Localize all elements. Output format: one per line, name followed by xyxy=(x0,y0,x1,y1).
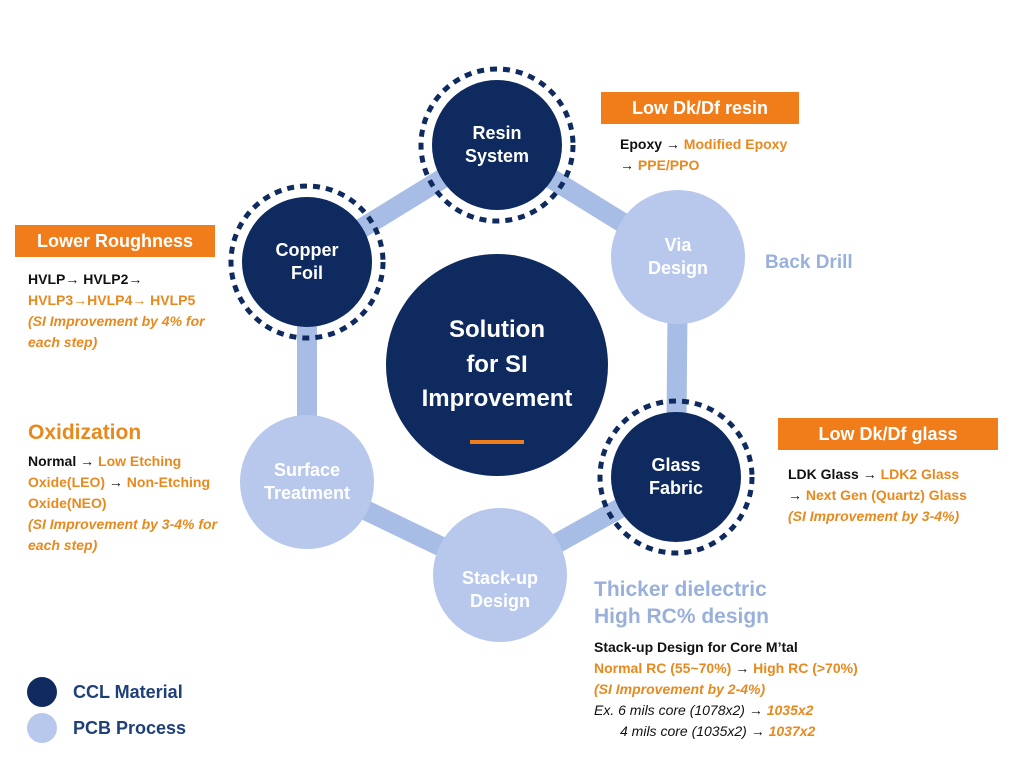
copper-note-line-4: each step) xyxy=(28,334,98,350)
copper-note-line-2: HVLP3→HVLP4→ HVLP5 xyxy=(28,292,196,308)
stackup-heading-2: High RC% design xyxy=(594,605,770,628)
surface-treatment-node xyxy=(240,415,374,549)
copper-note: HVLP→ HVLP2→ HVLP3→HVLP4→ HVLP5 (SI Impr… xyxy=(28,269,205,353)
glass-fabric-node xyxy=(611,412,741,542)
glass-note-line-2: → Next Gen (Quartz) Glass xyxy=(788,487,967,503)
oxidization-note: Normal → Low Etching Oxide(LEO) → Non-Et… xyxy=(28,451,217,556)
legend-ccl-label: CCL Material xyxy=(73,681,183,702)
glass-note-line-1: LDK Glass → LDK2 Glass xyxy=(788,466,960,482)
oxidization-note-line-3: Oxide(NEO) xyxy=(28,495,107,511)
glass-dotted-ring xyxy=(597,398,755,556)
back-drill-label: Back Drill xyxy=(765,252,853,273)
resin-note-line-1: Epoxy → Modified Epoxy xyxy=(620,136,788,152)
stackup-note: Stack-up Design for Core M’tal Normal RC… xyxy=(594,637,858,742)
stackup-note-line-5: 4 mils core (1035x2) → 1037x2 xyxy=(620,723,816,739)
via-design-node xyxy=(611,190,745,324)
glass-banner: Low Dk/Df glass xyxy=(778,418,998,450)
legend-pcb: PCB Process xyxy=(27,713,186,743)
copper-note-line-3: (SI Improvement by 4% for xyxy=(28,313,205,329)
oxidization-note-line-5: each step) xyxy=(28,537,98,553)
copper-dotted-ring xyxy=(228,183,386,341)
resin-banner: Low Dk/Df resin xyxy=(601,92,799,124)
center-circle xyxy=(386,254,608,476)
stackup-note-line-3: (SI Improvement by 2-4%) xyxy=(594,681,766,697)
copper-note-line-1: HVLP→ HVLP2→ xyxy=(28,271,143,287)
glass-note-line-3: (SI Improvement by 3-4%) xyxy=(788,508,960,524)
legend-ccl: CCL Material xyxy=(27,677,183,707)
stackup-design-node xyxy=(433,508,567,642)
legend-pcb-label: PCB Process xyxy=(73,717,187,738)
oxidization-note-line-4: (SI Improvement by 3-4% for xyxy=(28,516,218,532)
resin-note-line-2: → PPE/PPO xyxy=(620,157,700,173)
stackup-note-line-2: Normal RC (55~70%) → High RC (>70%) xyxy=(594,660,858,676)
oxidization-heading: Oxidization xyxy=(28,421,142,444)
resin-note: Epoxy → Modified Epoxy → PPE/PPO xyxy=(620,134,787,176)
legend-ccl-dot xyxy=(27,677,57,707)
copper-banner: Lower Roughness xyxy=(15,225,215,257)
stackup-heading-1: Thicker dielectric xyxy=(594,578,767,601)
oxidization-note-line-1: Normal → Low Etching xyxy=(28,453,182,469)
resin-dotted-ring xyxy=(418,66,576,224)
oxidization-note-line-2: Oxide(LEO) → Non-Etching xyxy=(28,474,211,490)
legend-pcb-dot xyxy=(27,713,57,743)
glass-note: LDK Glass → LDK2 Glass → Next Gen (Quart… xyxy=(788,464,967,527)
stackup-note-line-1: Stack-up Design for Core M’tal xyxy=(594,639,798,655)
stackup-note-line-4: Ex. 6 mils core (1078x2) → 1035x2 xyxy=(594,702,814,718)
resin-system-node xyxy=(432,80,562,210)
copper-foil-node xyxy=(242,197,372,327)
center-underline xyxy=(470,440,524,444)
